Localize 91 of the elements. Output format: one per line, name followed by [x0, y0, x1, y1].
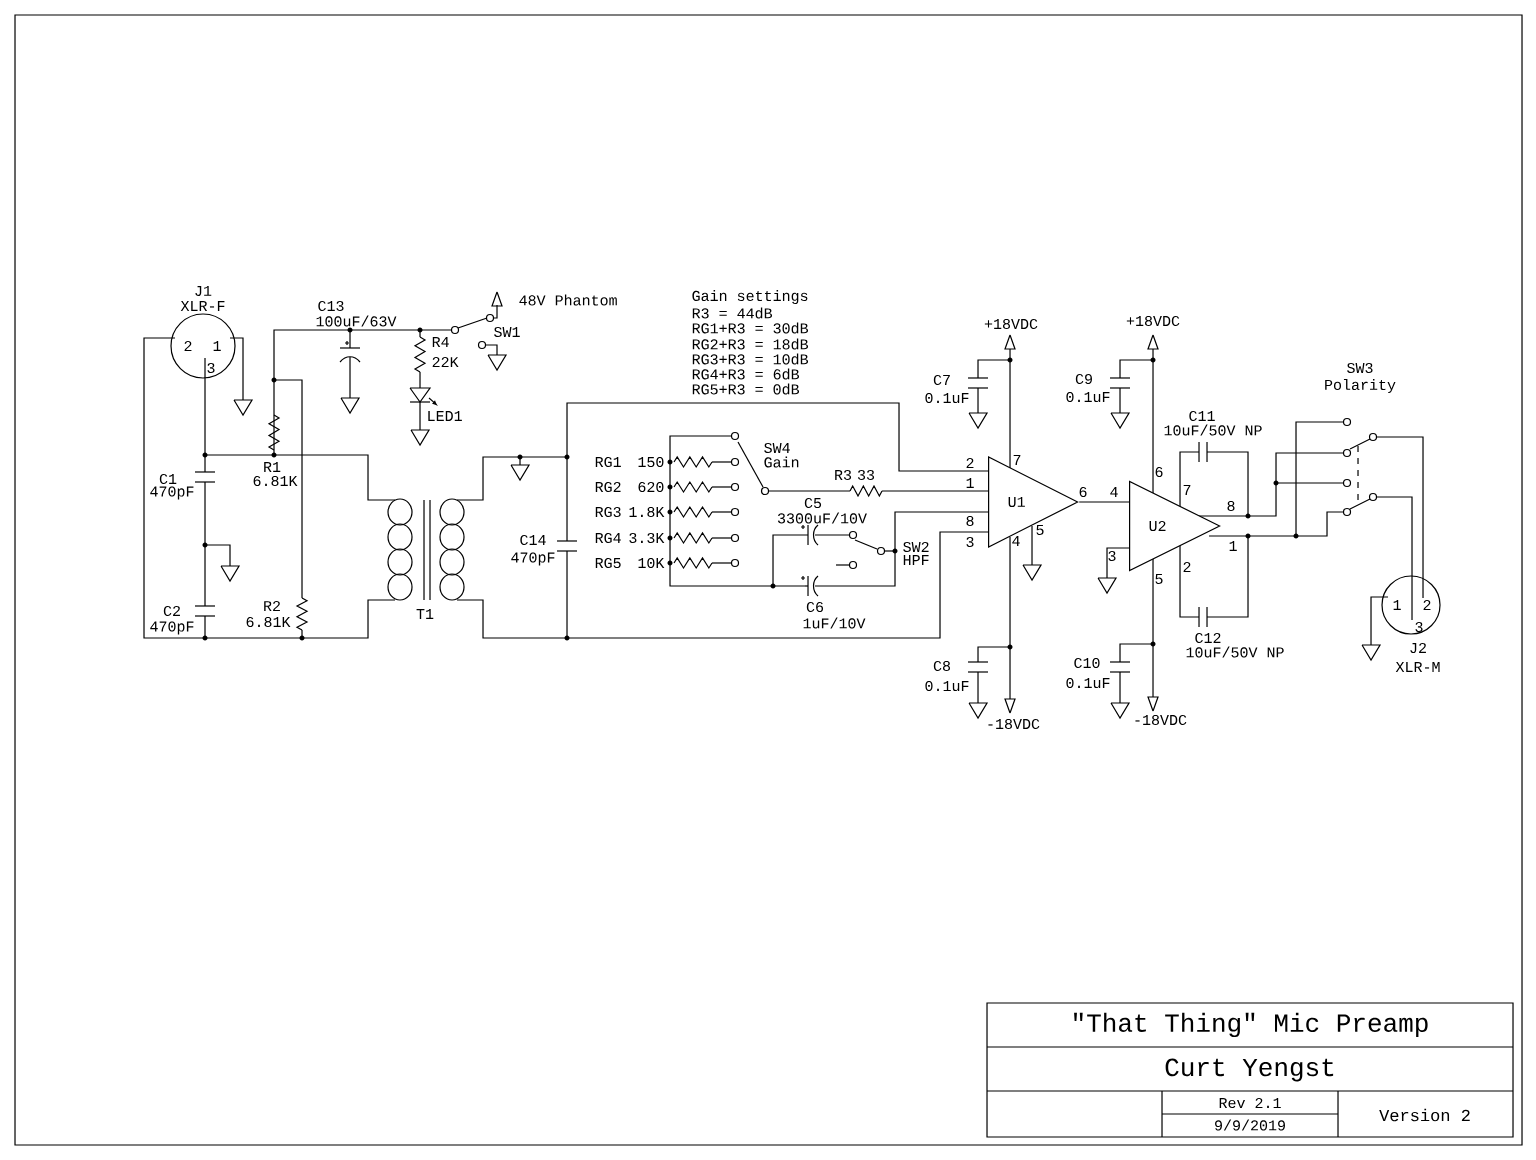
component-label: R1 [264, 462, 281, 472]
pin-number: 7 [1013, 455, 1021, 465]
pin-number: 4 [1110, 487, 1118, 497]
pin-number: 1 [966, 478, 974, 488]
supply-label: +18VDC [1126, 315, 1180, 327]
component-label: RG4 [595, 532, 621, 544]
component-label: SW3 [1347, 362, 1373, 374]
pin-number: 2 [1423, 600, 1431, 610]
component-label: C1 [159, 473, 177, 485]
component-label: 10uF/50V NP [1164, 424, 1262, 436]
component-label: 620 [638, 481, 664, 493]
component-label: 0.1uF [925, 680, 969, 692]
component-label: 33 [857, 469, 875, 481]
component-label: RG3 [595, 506, 621, 518]
component-label: C10 [1074, 657, 1100, 669]
title-block-text: 9/9/2019 [1215, 1119, 1285, 1131]
note-text: RG3+R3 = 10dB [692, 353, 809, 365]
component-label: C13 [318, 300, 344, 312]
component-label: 470pF [150, 486, 194, 500]
component-label: 6.81K [246, 616, 291, 628]
component-label: R4 [432, 337, 449, 347]
component-label: C14 [520, 534, 546, 546]
pin-number: 3 [966, 536, 974, 548]
component-label: 150 [638, 456, 664, 468]
component-label: 3300uF/10V [777, 512, 867, 524]
component-label: Polarity [1325, 379, 1396, 393]
pin-number: 1 [213, 341, 221, 351]
note-text: RG1+R3 = 30dB [692, 322, 809, 334]
component-label: C9 [1075, 373, 1092, 385]
component-label: T1 [416, 609, 434, 619]
component-label: 0.1uF [1066, 677, 1110, 689]
component-label: C7 [933, 374, 950, 386]
pin-number: 7 [1183, 485, 1191, 495]
component-label: 100uF/63V [316, 315, 397, 327]
component-label: C6 [806, 601, 824, 613]
pin-number: 8 [966, 515, 974, 527]
note-text: RG5+R3 = 0dB [692, 383, 800, 395]
supply-label: 48V Phantom [519, 294, 617, 306]
component-label: XLR-F [180, 301, 225, 311]
component-label: 470pF [150, 621, 194, 635]
supply-label: -18VDC [1135, 714, 1187, 726]
title-block-text: Curt Yengst [1165, 1058, 1334, 1082]
component-label: 6.81K [253, 475, 298, 487]
note-text: R3 = 44dB [692, 307, 773, 319]
note-text: RG4+R3 = 6dB [692, 368, 800, 380]
component-label: C2 [163, 605, 180, 617]
component-label: Gain [764, 456, 799, 468]
component-label: R3 [835, 469, 852, 481]
component-label: RG5 [595, 557, 621, 569]
component-label: R2 [264, 601, 280, 611]
component-label: 22K [432, 356, 459, 367]
title-block-text: Rev 2.1 [1219, 1097, 1281, 1109]
component-label: C12 [1195, 632, 1221, 644]
supply-label: -18VDC [988, 718, 1040, 730]
component-label: 0.1uF [925, 392, 969, 404]
note-text: RG2+R3 = 18dB [692, 338, 809, 350]
component-label: RG1 [595, 456, 621, 468]
component-label: 1.8K [629, 506, 665, 518]
supply-label: +18VDC [984, 318, 1038, 330]
pin-number: 3 [1108, 550, 1116, 562]
component-label: 10uF/50V NP [1186, 646, 1284, 658]
component-label: RG2 [595, 481, 621, 493]
component-label: 3.3K [629, 532, 665, 544]
component-label: C5 [804, 497, 822, 509]
pin-number: 6 [1079, 486, 1087, 498]
pin-number: 2 [966, 458, 974, 468]
component-label: LED1 [428, 411, 462, 421]
component-label: 470pF [511, 552, 555, 566]
note-text: Gain settings [692, 290, 808, 304]
component-label: SW1 [494, 326, 520, 338]
component-label: HPF [903, 555, 929, 565]
component-label: J2 [1410, 642, 1426, 654]
pin-number: 3 [1415, 621, 1423, 633]
pin-number: 1 [1393, 600, 1401, 610]
component-label: 10K [638, 557, 665, 569]
component-label: C11 [1189, 410, 1215, 422]
pin-number: 2 [184, 341, 192, 351]
title-text: "That Thing" Mic Preamp [1074, 1012, 1428, 1038]
component-label: 1uF/10V [803, 617, 866, 629]
wire [1078, 501, 1130, 503]
pin-number: 4 [1012, 536, 1020, 546]
component-label: SW4 [764, 442, 790, 454]
component-label: SW2 [903, 541, 929, 553]
component-label: XLR-M [1395, 662, 1440, 672]
pin-number: 3 [207, 362, 215, 374]
component-label: J1 [195, 286, 212, 296]
component-label: 0.1uF [1066, 391, 1110, 403]
component-label: C8 [933, 660, 950, 672]
pin-number: 2 [1183, 562, 1191, 572]
pin-number: 5 [1036, 525, 1044, 535]
title-block-text: Version 2 [1379, 1108, 1470, 1122]
